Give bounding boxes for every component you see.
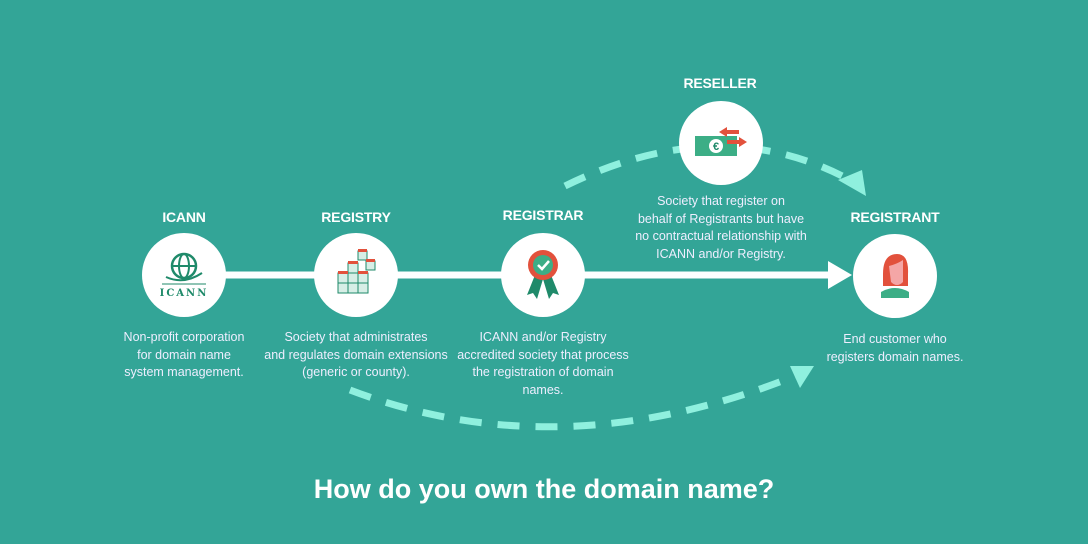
icann-title: ICANN bbox=[162, 209, 206, 225]
desc-line: behalf of Registrants but have bbox=[637, 211, 805, 226]
desc-line: Non-profit corporation bbox=[123, 330, 245, 344]
desc-line: no contractual relationship with bbox=[635, 229, 807, 243]
reseller-arrowhead bbox=[838, 170, 866, 196]
icann-logo-text: ICANN bbox=[160, 288, 209, 299]
main-flow-arrowhead bbox=[828, 261, 852, 289]
desc-line: names. bbox=[522, 382, 564, 397]
direct-dashed-path bbox=[348, 372, 797, 431]
reseller-description: Society that register on behalf of Regis… bbox=[601, 193, 841, 263]
award-ribbon-icon bbox=[527, 250, 559, 299]
cubes-icon bbox=[337, 249, 376, 294]
person-avatar-icon bbox=[881, 254, 909, 298]
desc-line: ICANN and/or Registry bbox=[479, 330, 607, 344]
reseller-title: RESELLER bbox=[683, 75, 757, 91]
main-title: How do you own the domain name? bbox=[313, 474, 775, 504]
reseller-circle: € bbox=[679, 101, 763, 185]
registrar-description: ICANN and/or Registry accredited society… bbox=[423, 329, 663, 399]
desc-line: registers domain names. bbox=[826, 349, 964, 364]
registrant-circle bbox=[853, 234, 937, 318]
registrar-title: REGISTRAR bbox=[502, 207, 584, 223]
registry-circle bbox=[314, 233, 398, 317]
registry-description: Society that administrates and regulates… bbox=[236, 329, 476, 382]
globe-icon: ICANN bbox=[160, 252, 209, 299]
registrant-title: REGISTRANT bbox=[850, 209, 940, 225]
desc-line: End customer who bbox=[843, 332, 947, 346]
desc-line: accredited society that process bbox=[457, 347, 629, 362]
desc-line: and regulates domain extensions bbox=[264, 347, 448, 362]
desc-line: (generic or county). bbox=[302, 365, 410, 379]
desc-line: system management. bbox=[124, 365, 244, 379]
desc-line: the registration of domain bbox=[472, 365, 614, 379]
registrar-circle bbox=[501, 233, 585, 317]
money-exchange-icon: € bbox=[695, 127, 747, 156]
icann-description: Non-profit corporation for domain name s… bbox=[64, 329, 304, 382]
svg-text:€: € bbox=[713, 141, 719, 153]
desc-line: for domain name bbox=[137, 347, 231, 362]
desc-line: Society that administrates bbox=[284, 330, 428, 344]
registrant-description: End customer who registers domain names. bbox=[775, 331, 1015, 366]
registry-title: REGISTRY bbox=[321, 209, 391, 225]
icann-circle: ICANN bbox=[142, 233, 226, 317]
desc-line: Society that register on bbox=[657, 194, 785, 208]
desc-line: ICANN and/or Registry. bbox=[656, 246, 786, 261]
direct-arrowhead bbox=[790, 366, 814, 388]
